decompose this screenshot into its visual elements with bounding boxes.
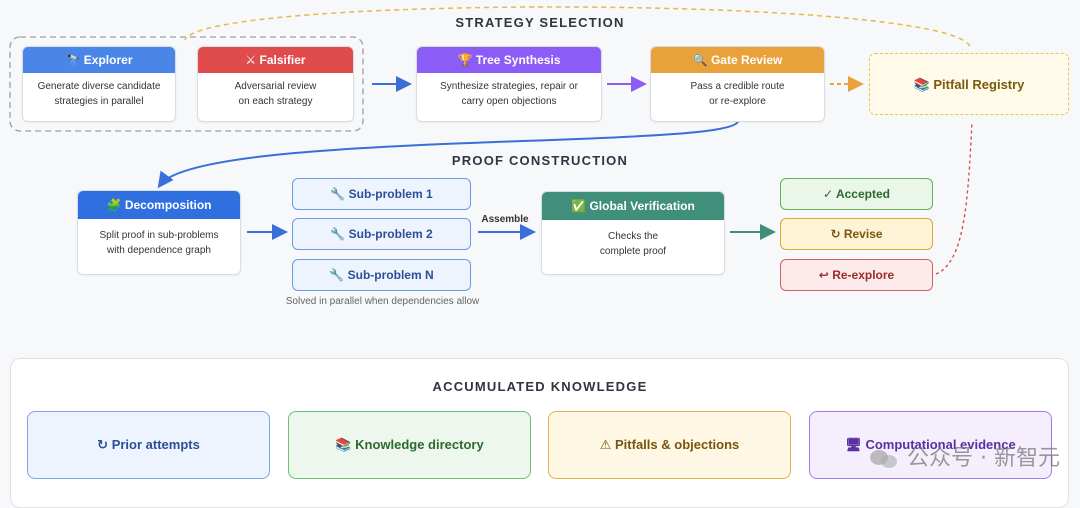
watermark: 公众号 · 新智元 <box>790 440 1060 476</box>
tree-synthesis-header: 🏆 Tree Synthesis <box>417 47 601 73</box>
knowledge-prior-attempts[interactable]: ↻ Prior attempts <box>27 411 270 479</box>
puzzle-icon: 🧩 <box>106 198 122 212</box>
explorer-desc-line2: strategies in parallel <box>54 96 144 107</box>
explorer-header: 🔭 Explorer <box>23 47 175 73</box>
watermark-text: 公众号 · 新智元 <box>907 446 1060 471</box>
feedback-arc <box>184 6 971 47</box>
gate-review-desc-line1: Pass a credible route <box>690 81 785 92</box>
subproblem-1[interactable]: 🔧 Sub-problem 1 <box>292 178 471 210</box>
decomposition-title: Decomposition <box>124 198 212 212</box>
global-verification-desc-line1: Checks the <box>607 231 659 242</box>
global-verification-card[interactable]: ✅ Global Verification Checks the complete… <box>541 191 725 275</box>
assemble-label: Assemble <box>481 214 529 225</box>
refresh-icon: ↻ <box>830 227 841 241</box>
strategy-section-title: STRATEGY SELECTION <box>455 15 625 30</box>
falsifier-header: ⚔ Falsifier <box>198 47 353 73</box>
explorer-desc-line1: Generate diverse candidate <box>37 81 161 92</box>
pitfalls-label: Pitfalls & objections <box>615 437 740 452</box>
decomposition-desc-line2: with dependence graph <box>107 245 211 256</box>
knowledge-computational-evidence[interactable]: 🖥 Computational evidence <box>809 411 1052 479</box>
tree-synthesis-desc-line1: Synthesize strategies, repair or <box>440 81 578 92</box>
subproblem-2-label: Sub-problem 2 <box>348 227 433 241</box>
decomposition-desc-line1: Split proof in sub-problems <box>99 230 219 241</box>
subproblem-n-label: Sub-problem N <box>347 268 434 282</box>
falsifier-title: Falsifier <box>259 53 306 67</box>
global-verification-title: Global Verification <box>589 199 695 213</box>
magnifier-icon: 🔍 <box>692 53 708 67</box>
gate-review-header: 🔍 Gate Review <box>651 47 824 73</box>
return-arrow-icon: ↩ <box>818 268 829 282</box>
parallel-note: Solved in parallel when dependencies all… <box>285 296 480 307</box>
gate-review-card[interactable]: 🔍 Gate Review Pass a credible route or re… <box>650 46 825 122</box>
knowledge-directory-label: Knowledge directory <box>355 437 484 452</box>
outcome-accepted-label: Accepted <box>835 187 890 201</box>
falsifier-card[interactable]: ⚔ Falsifier Adversarial review on each st… <box>197 46 354 122</box>
outcome-revise[interactable]: ↻ Revise <box>780 218 933 250</box>
wrench-icon: 🔧 <box>330 187 346 201</box>
falsifier-desc-line2: on each strategy <box>238 96 313 107</box>
outcome-revise-label: Revise <box>843 227 883 241</box>
connector-layer <box>9 6 973 275</box>
knowledge-directory[interactable]: 📚 Knowledge directory <box>288 411 531 479</box>
pitfall-registry-title: Pitfall Registry <box>933 77 1025 92</box>
prior-attempts-label: Prior attempts <box>111 437 200 452</box>
swords-icon: ⚔ <box>245 53 257 67</box>
falsifier-desc-line1: Adversarial review <box>234 81 317 92</box>
computational-evidence-label: Computational evidence <box>865 437 1016 452</box>
history-icon: ↻ <box>97 437 109 452</box>
check-box-icon: ✅ <box>571 199 587 213</box>
arrow-reexplore-to-pitfall <box>935 121 973 275</box>
outcome-accepted[interactable]: ✓ Accepted <box>780 178 933 210</box>
decomposition-card[interactable]: 🧩 Decomposition Split proof in sub-probl… <box>77 190 241 275</box>
tree-synthesis-desc-line2: carry open objections <box>461 96 557 107</box>
books-icon: 📚 <box>335 438 352 453</box>
trophy-icon: 🏆 <box>457 53 473 67</box>
telescope-icon: 🔭 <box>65 53 81 67</box>
gate-review-desc-line2: or re-explore <box>709 96 766 107</box>
subproblem-n[interactable]: 🔧 Sub-problem N <box>292 259 471 291</box>
wrench-icon: 🔧 <box>330 227 346 241</box>
computer-icon: 🖥 <box>845 438 862 453</box>
knowledge-section-title: ACCUMULATED KNOWLEDGE <box>432 379 648 394</box>
proof-section-title: PROOF CONSTRUCTION <box>451 153 629 168</box>
outcome-reexplore-label: Re-explore <box>832 268 895 282</box>
wechat-icon <box>870 448 900 470</box>
explorer-title: Explorer <box>83 53 133 67</box>
books-icon: 📚 <box>913 78 930 93</box>
explorer-group-outline <box>9 36 364 132</box>
checkmark-icon: ✓ <box>823 187 834 201</box>
explorer-card[interactable]: 🔭 Explorer Generate diverse candidate str… <box>22 46 176 122</box>
decomposition-header: 🧩 Decomposition <box>78 191 240 219</box>
wrench-icon: 🔧 <box>329 268 345 282</box>
tree-synthesis-title: Tree Synthesis <box>475 53 561 67</box>
subproblem-1-label: Sub-problem 1 <box>348 187 433 201</box>
gate-review-title: Gate Review <box>710 53 783 67</box>
tree-synthesis-card[interactable]: 🏆 Tree Synthesis Synthesize strategies, … <box>416 46 602 122</box>
warning-icon: ⚠ <box>599 438 612 453</box>
outcome-reexplore[interactable]: ↩ Re-explore <box>780 259 933 291</box>
knowledge-pitfalls[interactable]: ⚠ Pitfalls & objections <box>548 411 791 479</box>
arrow-gate-to-decomposition <box>157 120 739 189</box>
global-verification-header: ✅ Global Verification <box>542 192 724 220</box>
pitfall-registry-box[interactable]: 📚 Pitfall Registry <box>869 53 1069 115</box>
subproblem-2[interactable]: 🔧 Sub-problem 2 <box>292 218 471 250</box>
global-verification-desc-line2: complete proof <box>599 246 667 257</box>
